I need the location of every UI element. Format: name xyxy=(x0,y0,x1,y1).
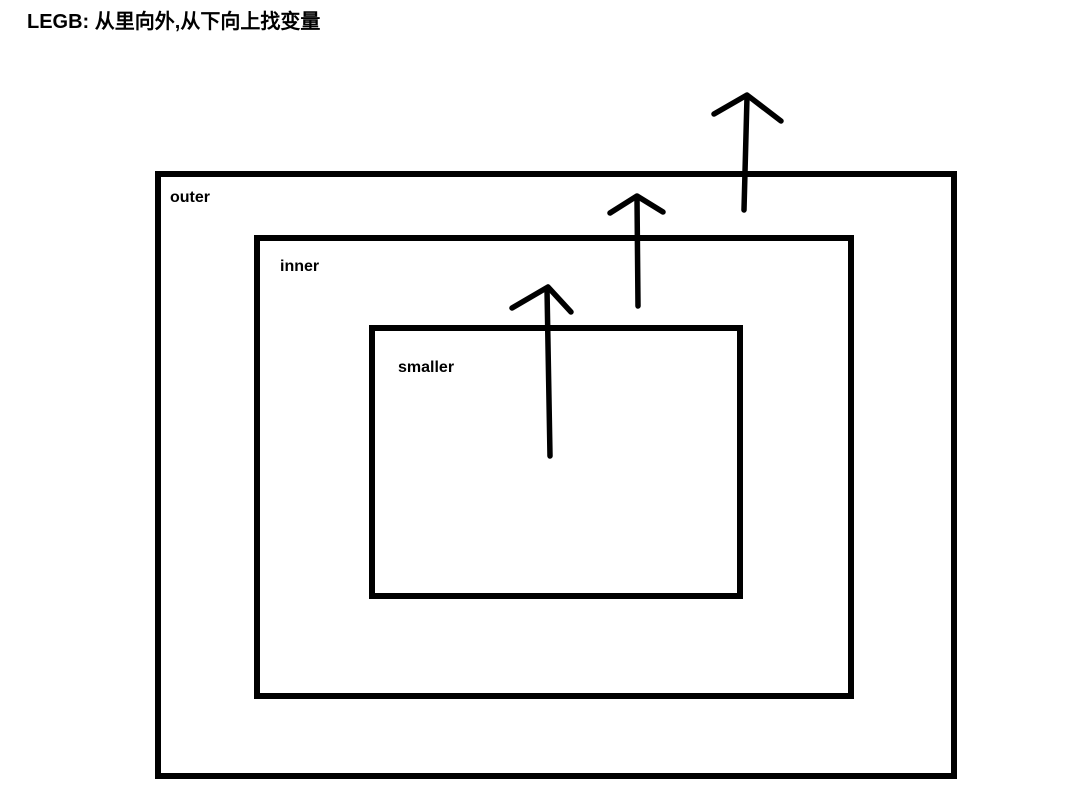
box-inner-label: inner xyxy=(280,258,320,275)
box-smaller: smaller xyxy=(369,325,743,599)
box-smaller-label: smaller xyxy=(398,359,455,376)
box-inner: inner xyxy=(254,235,854,699)
box-outer-label: outer xyxy=(170,189,210,206)
page-title: LEGB: 从里向外,从下向上找变量 xyxy=(27,11,321,33)
box-outer: outer xyxy=(155,171,957,779)
